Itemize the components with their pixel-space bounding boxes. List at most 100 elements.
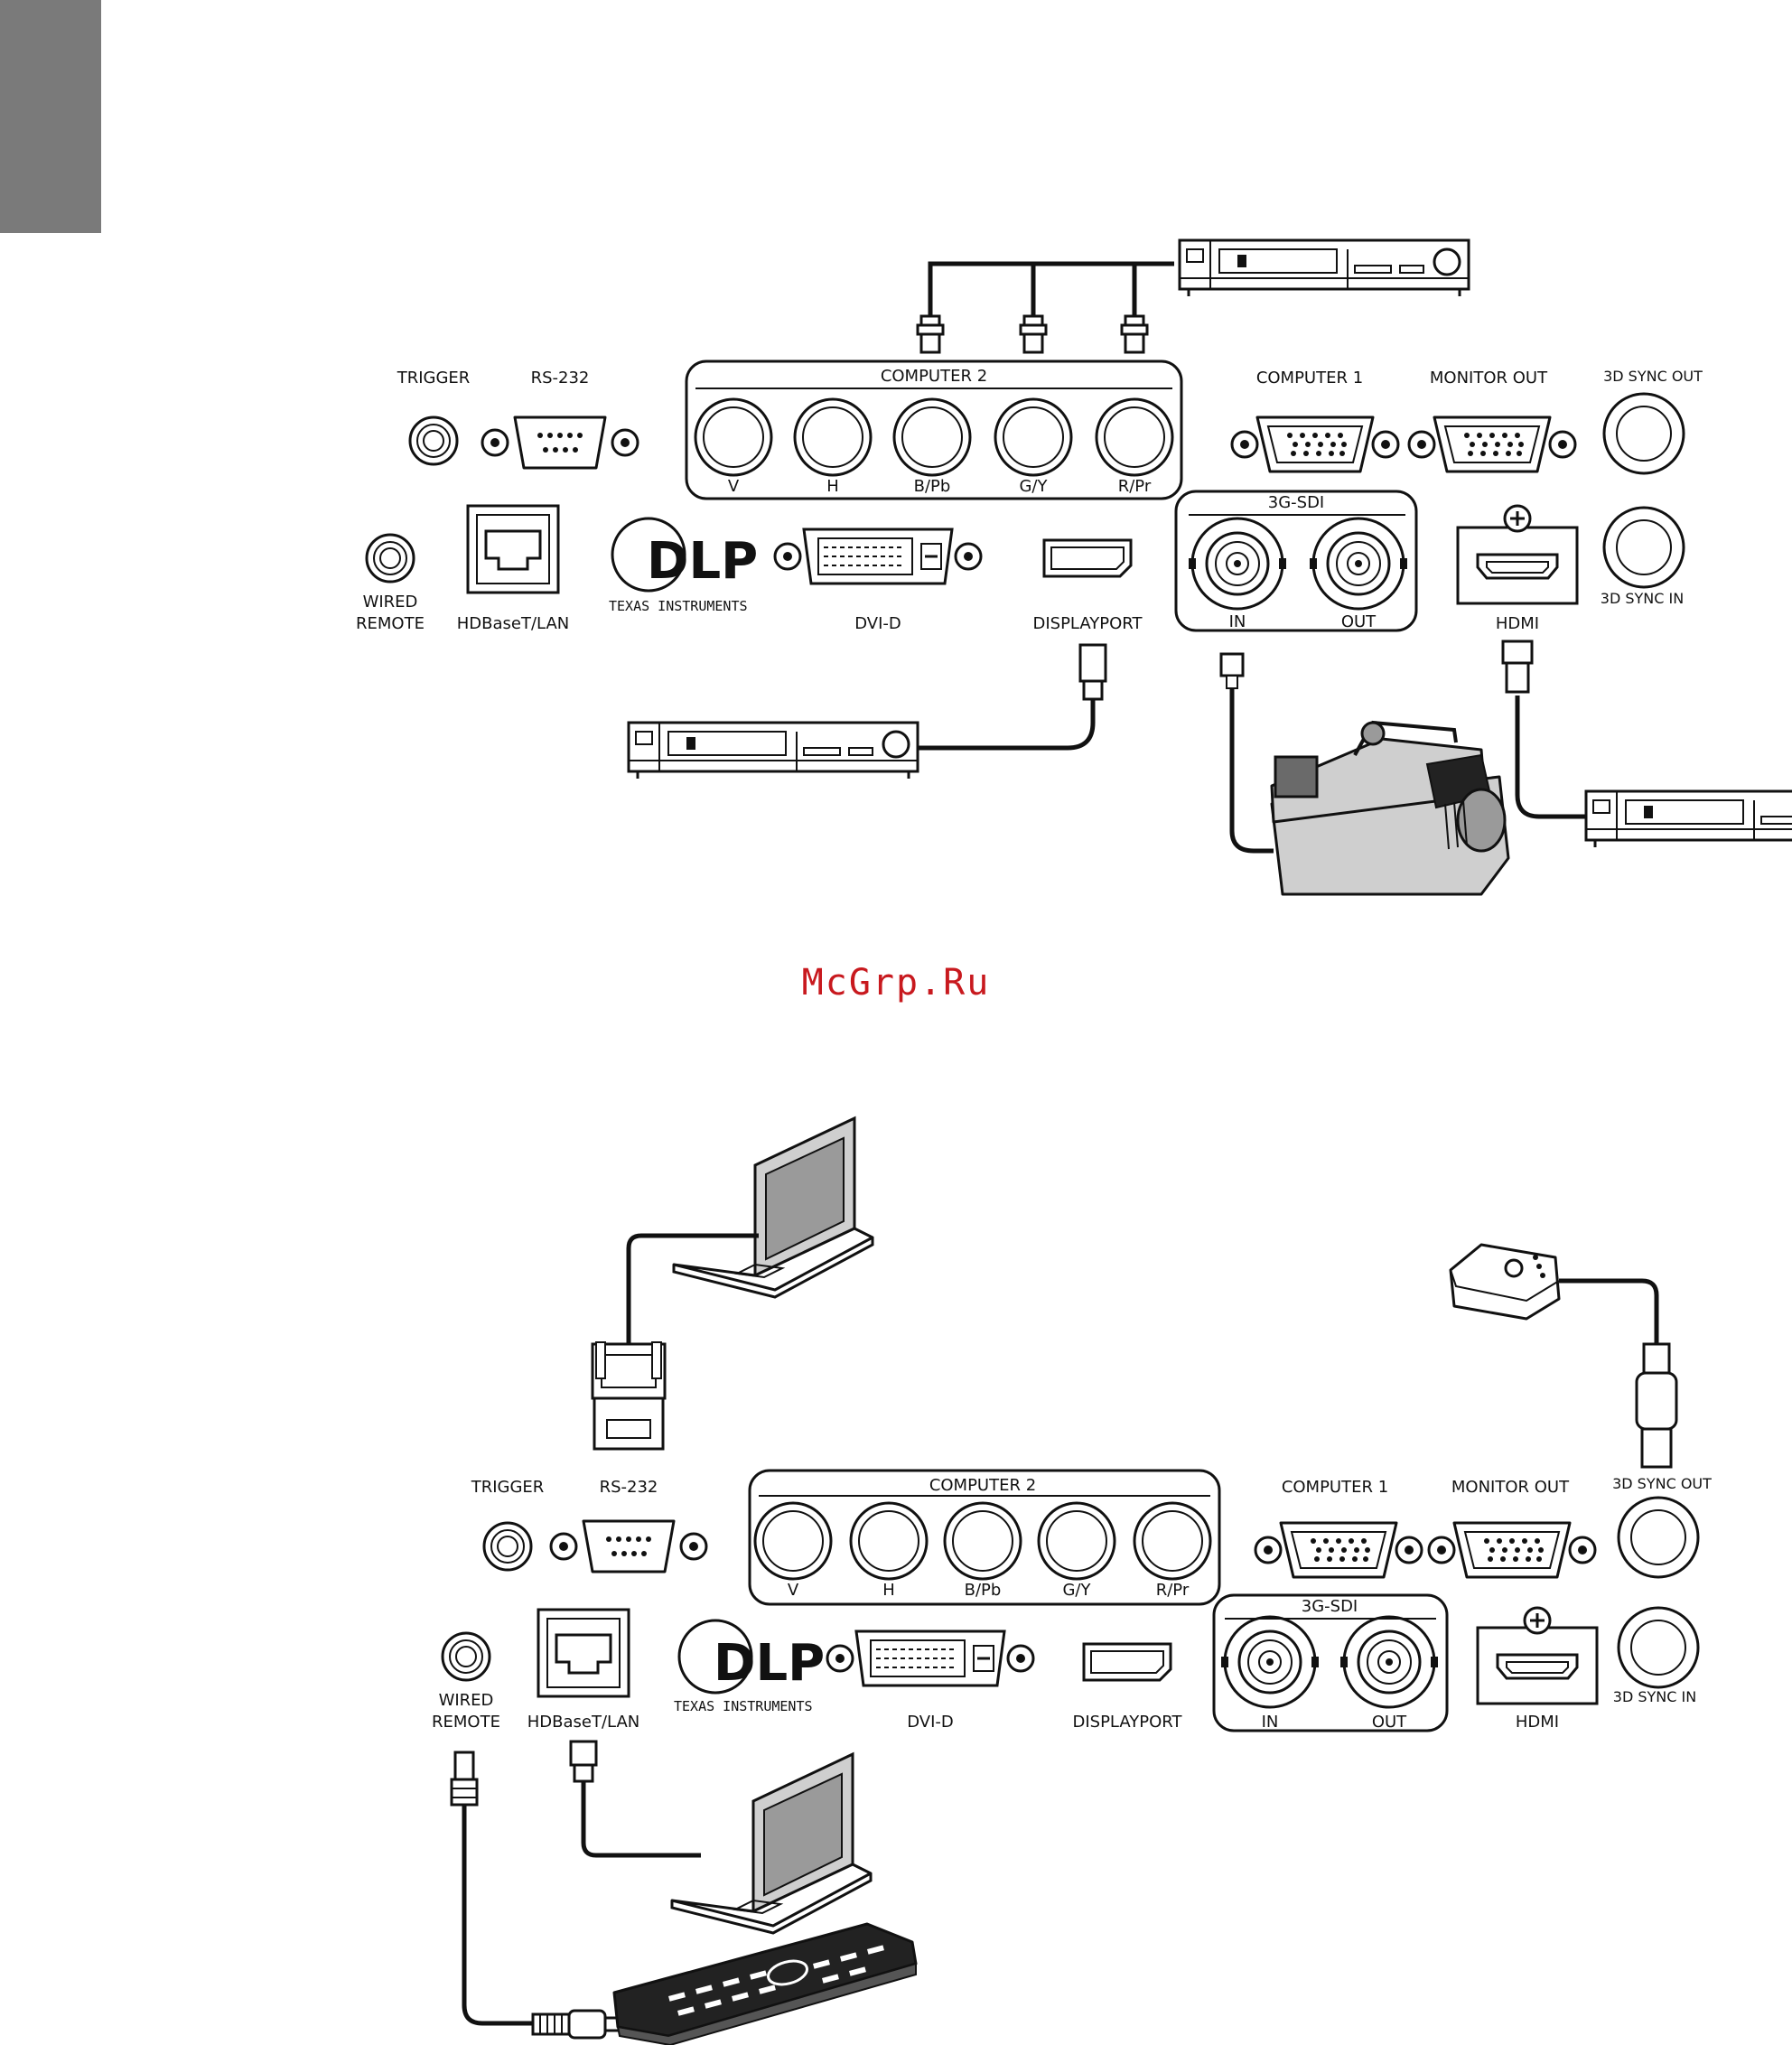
sdi-in-label-2: IN [1262,1713,1279,1732]
sdi-in-label: IN [1229,612,1246,631]
h-label: H [826,477,839,496]
port-gy-2 [1037,1501,1116,1581]
computer2-label-2: COMPUTER 2 [929,1476,1036,1495]
rs232-port-2 [549,1519,708,1573]
hdmi-port [1456,526,1579,605]
sdi-out-label-2: OUT [1372,1713,1407,1732]
hdbaset-label-2: HDBaseT/LAN [527,1713,640,1732]
sync-out-port [1602,392,1685,475]
hdmi-port-2 [1476,1626,1599,1705]
lan-plug [569,1740,598,1783]
hdbaset-port-2 [537,1608,630,1698]
svg-text:TEXAS INSTRUMENTS: TEXAS INSTRUMENTS [609,598,748,614]
sdi-label: 3G-SDI [1268,493,1325,512]
rpr-label: R/Pr [1118,477,1152,496]
hdmi-label-2: HDMI [1516,1713,1559,1732]
port-rpr [1095,397,1174,477]
sync-plug [1635,1342,1678,1469]
dlp-logo-2: DLP TEXAS INSTRUMENTS [674,1619,825,1714]
source-player-top [1178,238,1470,298]
sync-in-label-2: 3D SYNC IN [1613,1688,1696,1705]
computer1-port-2 [1254,1521,1423,1579]
remote-plug [450,1751,479,1807]
sync-out-label: 3D SYNC OUT [1603,368,1703,385]
rpr-label-2: R/Pr [1156,1581,1190,1600]
wired-label: WIRED [363,593,418,612]
displayport-port-2 [1082,1642,1172,1682]
computer2-group [685,360,1183,500]
gy-label-2: G/Y [1062,1581,1091,1600]
v-label-2: V [788,1581,799,1600]
sync-out-port-2 [1617,1496,1700,1579]
computer1-label: COMPUTER 1 [1256,369,1363,388]
source-player-hdmi [1584,789,1792,849]
hdmi-label: HDMI [1496,614,1539,633]
dvid-port [773,528,983,585]
rs232-port [481,416,639,470]
monitor-out-label: MONITOR OUT [1430,369,1548,388]
remote-cable-plug [531,2009,647,2040]
gy-label: G/Y [1019,477,1048,496]
port-bpb-2 [943,1501,1022,1581]
remote-label: REMOTE [356,614,425,633]
wired-remote-port-2 [441,1631,491,1682]
sync-in-port-2 [1617,1606,1700,1689]
trigger-port [408,416,459,466]
port-gy [994,397,1073,477]
sync-emitter [1449,1243,1561,1321]
computer1-port [1230,416,1400,473]
source-player-displayport [627,721,919,780]
svg-text:TEXAS INSTRUMENTS: TEXAS INSTRUMENTS [674,1698,813,1714]
computer2-label: COMPUTER 2 [881,367,987,386]
sdi-in-port [1187,517,1288,611]
port-v-2 [753,1501,833,1581]
section-tab [0,0,101,233]
sdi-group [1174,490,1418,632]
bpb-label-2: B/Pb [965,1581,1002,1600]
computer1-label-2: COMPUTER 1 [1282,1478,1388,1497]
sdi-out-port-2 [1339,1615,1440,1709]
displayport-label: DISPLAYPORT [1032,614,1143,633]
remote-control [612,1922,918,2045]
sdi-out-label: OUT [1341,612,1377,631]
trigger-label-2: TRIGGER [471,1478,545,1497]
rs232-plug [591,1341,667,1451]
svg-text:DLP: DLP [647,532,758,591]
bpb-label: B/Pb [914,477,951,496]
sync-out-label-2: 3D SYNC OUT [1612,1475,1712,1492]
sync-in-label: 3D SYNC IN [1601,590,1684,607]
top-connection-diagram: TRIGGER RS-232 COMPUTER 1 MONITOR OUT 3D… [356,238,1792,896]
port-bpb [892,397,972,477]
sdi-in-port-2 [1219,1615,1321,1709]
hdbaset-port [466,504,560,594]
port-h [793,397,873,477]
trigger-port-2 [482,1521,533,1572]
watermark: McGrp.Ru [801,962,991,1004]
monitor-out-label-2: MONITOR OUT [1451,1478,1570,1497]
trigger-label: TRIGGER [397,369,471,388]
laptop-lan [670,1752,873,1935]
svg-text:DLP: DLP [714,1634,825,1693]
camcorder [1270,720,1510,896]
bottom-connection-diagram: TRIGGER RS-232 COMPUTER 1 MONITOR OUT 3D… [432,1116,1712,2045]
wired-label-2: WIRED [439,1691,494,1710]
sync-in-port [1602,506,1685,589]
laptop-rs232 [672,1116,874,1299]
port-v [694,397,773,477]
port-rpr-2 [1133,1501,1212,1581]
sdi-label-2: 3G-SDI [1302,1597,1358,1616]
dvid-port-2 [826,1629,1035,1687]
monitor-out-port-2 [1427,1521,1597,1579]
dlp-logo: DLP TEXAS INSTRUMENTS [609,517,758,614]
displayport-port [1042,538,1133,578]
sdi-out-port [1308,517,1409,611]
remote-label-2: REMOTE [432,1713,500,1732]
computer2-group-2 [748,1469,1221,1606]
sdi-group-2 [1212,1593,1449,1732]
h-label-2: H [882,1581,895,1600]
hdbaset-label: HDBaseT/LAN [457,614,570,633]
wired-remote-port [365,533,415,584]
port-h-2 [849,1501,929,1581]
dvid-label: DVI-D [854,614,901,633]
dvid-label-2: DVI-D [907,1713,954,1732]
